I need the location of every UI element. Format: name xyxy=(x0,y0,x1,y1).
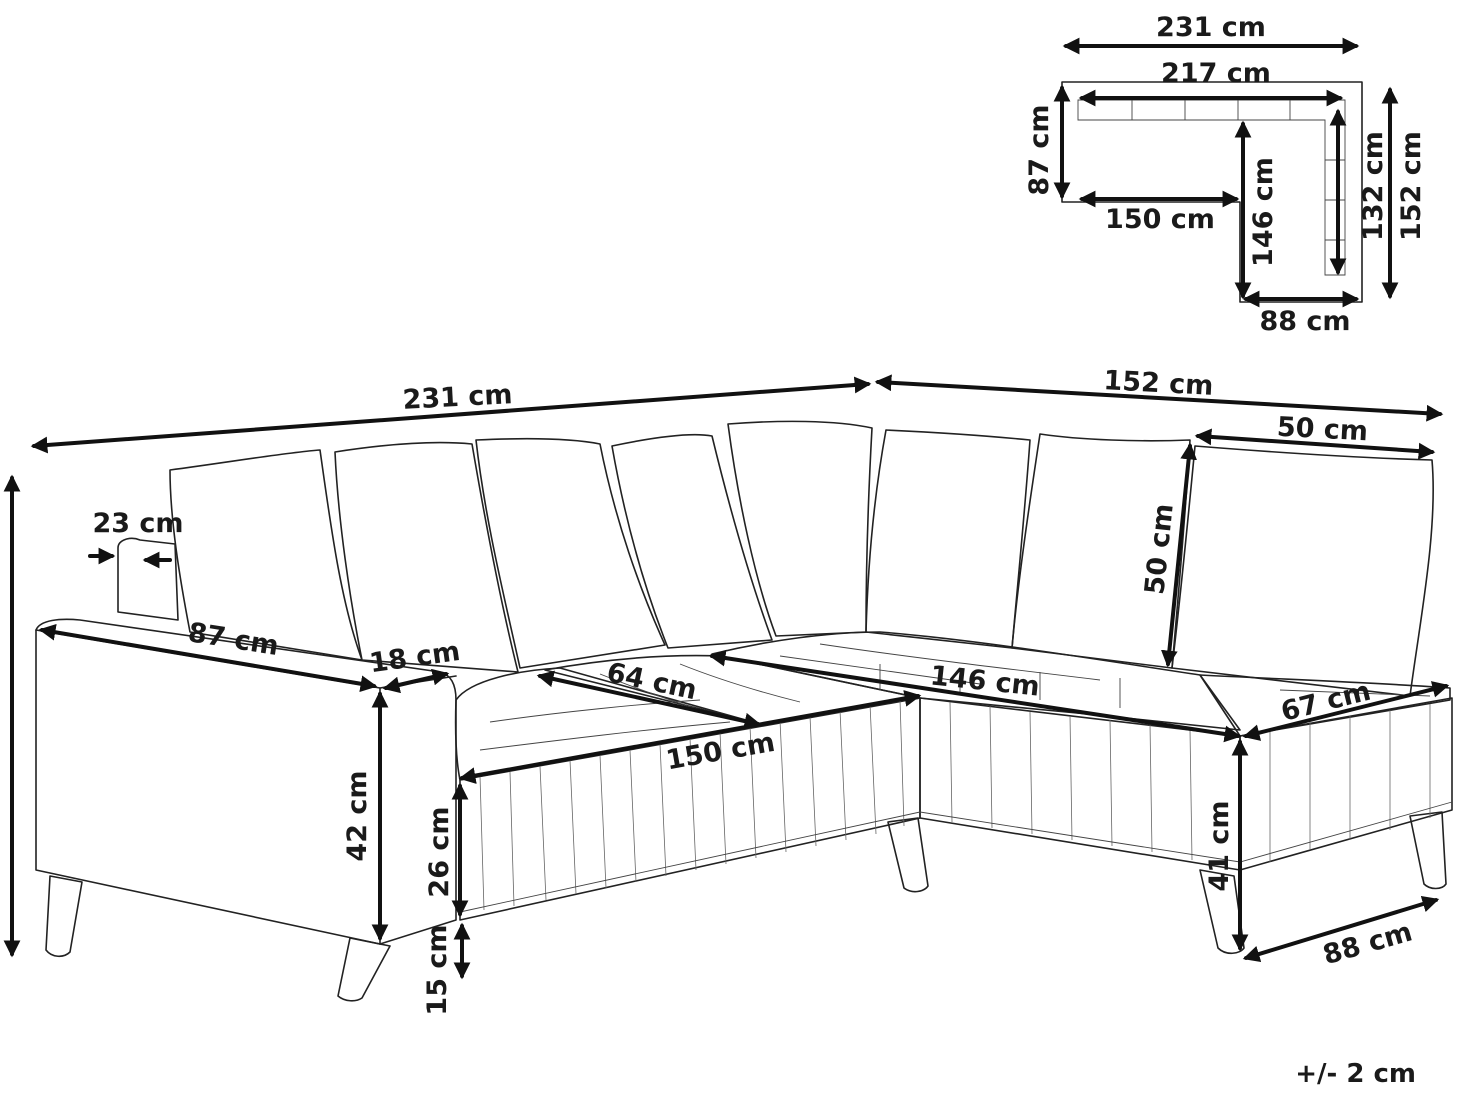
leg-height-label: 15 cm xyxy=(422,924,453,1015)
back-cushion-6 xyxy=(865,429,1031,649)
armrest-thickness-arrow xyxy=(382,668,450,694)
plan-total-depth-label: 152 cm xyxy=(1396,131,1427,241)
back-cushion-8 xyxy=(1171,445,1434,697)
plan-chaise-inner-label: 146 cm xyxy=(1248,157,1279,267)
plan-left-depth-label: 87 cm xyxy=(1024,104,1055,195)
plan-chaise-width-label: 88 cm xyxy=(1259,306,1350,337)
leg-left-front xyxy=(45,875,83,958)
chaise-seat-depth-arrow xyxy=(1242,681,1450,741)
leg-left-back xyxy=(337,937,391,1002)
plan-inner-depth-label: 132 cm xyxy=(1358,131,1389,241)
base-bottom-trim xyxy=(459,801,1453,913)
cushion-width-label: 50 cm xyxy=(1276,412,1369,448)
armrest-back xyxy=(117,537,179,621)
total-width-arrow xyxy=(30,376,872,454)
plan-outline xyxy=(1061,81,1363,303)
seat-height-label: 26 cm xyxy=(424,806,455,897)
back-cushion-2 xyxy=(334,441,519,673)
base-pleats xyxy=(479,699,1431,911)
chaise-base-width-arrow xyxy=(1242,895,1440,963)
total-depth-label: 152 cm xyxy=(1103,365,1214,402)
plan-inner-outline xyxy=(1077,99,1346,276)
leg-middle xyxy=(887,817,929,893)
armrest-thickness-label: 18 cm xyxy=(368,636,463,679)
chaise-base-width-label: 88 cm xyxy=(1320,916,1416,971)
armrest-width-label: 23 cm xyxy=(92,508,183,539)
cushion-height-arrow xyxy=(1160,442,1198,668)
base-chaise-end xyxy=(1239,697,1453,871)
tolerance-note: +/- 2 cm xyxy=(1295,1059,1416,1089)
chaise-height-label: 41 cm xyxy=(1204,800,1235,891)
total-width-label: 231 cm xyxy=(402,379,513,416)
arm-height-label: 42 cm xyxy=(342,770,373,861)
chaise-length-arrow xyxy=(708,649,1242,743)
chaise-length-label: 146 cm xyxy=(929,660,1042,702)
plan-inner-width-label: 217 cm xyxy=(1161,58,1271,89)
back-cushion-5 xyxy=(727,420,873,637)
cushion-height-label: 50 cm xyxy=(1139,502,1179,596)
armrest-depth-arrow xyxy=(38,623,378,693)
plan-total-width-label: 231 cm xyxy=(1156,12,1266,43)
plan-seat-length-label: 150 cm xyxy=(1105,204,1215,235)
back-cushion-1 xyxy=(169,449,363,661)
plan-view: 231 cm 217 cm 87 cm 150 cm 146 cm 132 cm… xyxy=(1024,12,1427,337)
cushion-width-arrow xyxy=(1194,428,1436,460)
leg-chaise-back xyxy=(1409,811,1447,890)
total-depth-arrow xyxy=(874,374,1444,422)
base-front xyxy=(459,697,921,921)
